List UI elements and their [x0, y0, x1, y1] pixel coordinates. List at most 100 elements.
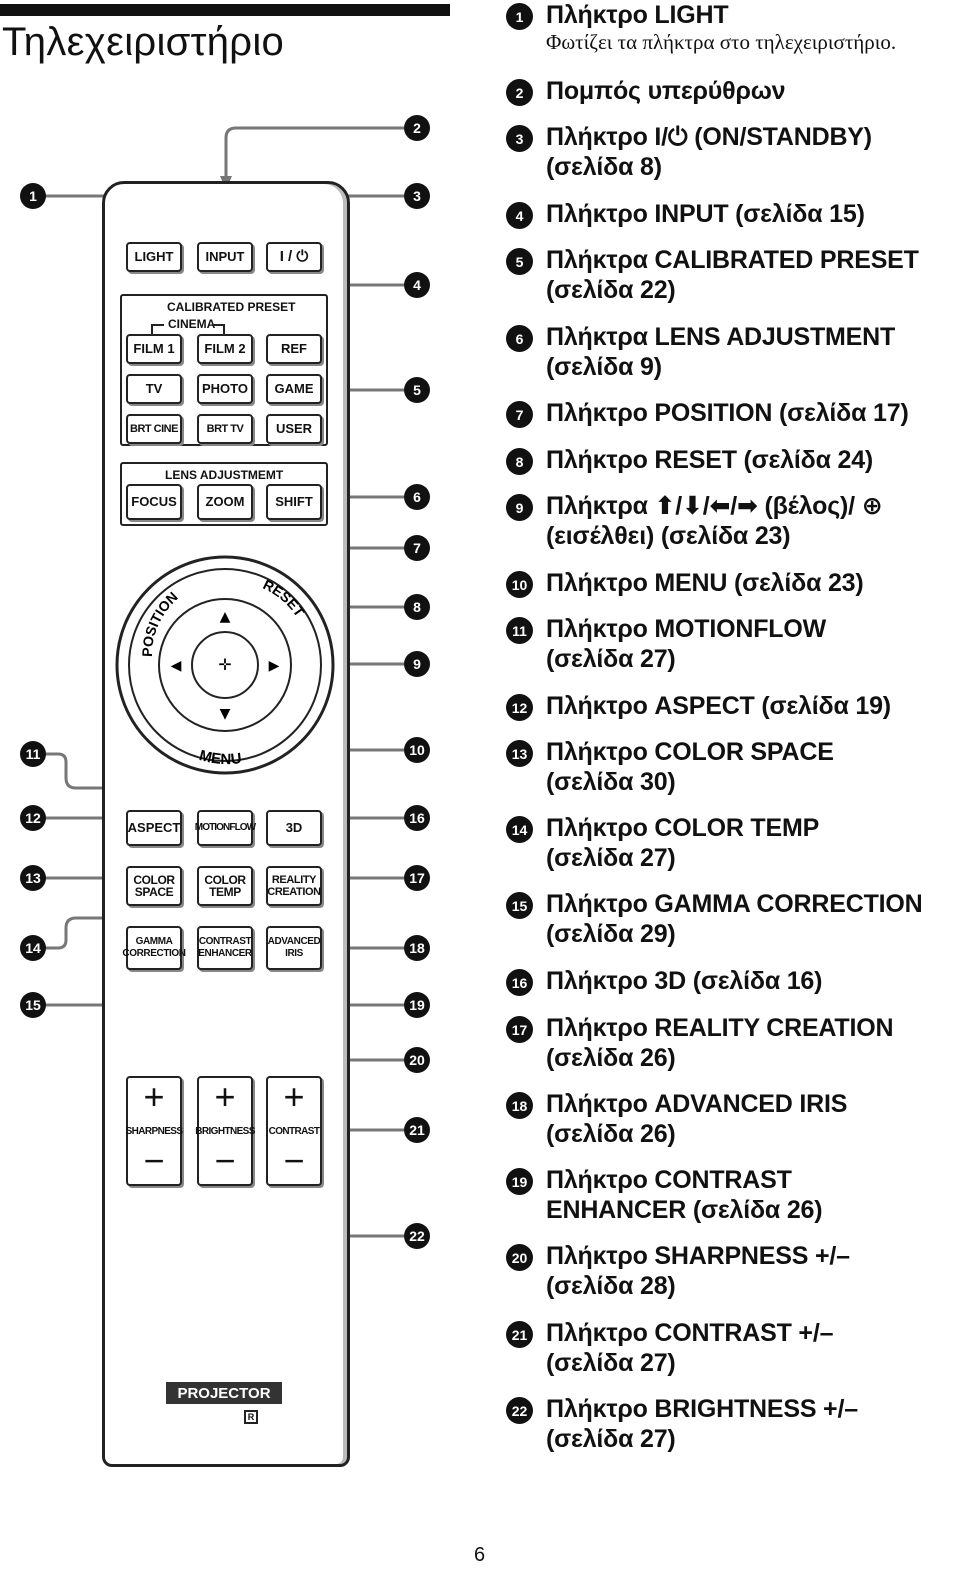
legend-item-12: 12 Πλήκτρο ASPECT (σελίδα 19) — [506, 691, 958, 721]
reality-creation-button[interactable]: REALITY CREATION — [266, 866, 322, 906]
legend-text-9: Πλήκτρα ⬆/⬇/⬅/➡ (βέλος)/ ⊕ (εισέλθει) (σ… — [546, 492, 883, 550]
header-bar — [0, 4, 450, 16]
arrow-down-icon[interactable]: ▼ — [220, 706, 231, 722]
legend-item-7: 7 Πλήκτρο POSITION (σελίδα 17) — [506, 398, 958, 428]
callout-19: 19 — [404, 992, 430, 1018]
legend-item-10: 10 Πλήκτρο MENU (σελίδα 23) — [506, 568, 958, 598]
legend-text-18: Πλήκτρο ADVANCED IRIS (σελίδα 26) — [546, 1090, 848, 1148]
calibrated-preset-label: CALIBRATED PRESET — [164, 300, 299, 314]
zoom-button[interactable]: ZOOM — [197, 484, 253, 520]
legend-item-6: 6 Πλήκτρα LENS ADJUSTMENT (σελίδα 9) — [506, 322, 958, 382]
callout-5: 5 — [404, 377, 430, 403]
color-temp-button[interactable]: COLOR TEMP — [197, 866, 253, 906]
arrow-up-icon[interactable]: ▲ — [220, 609, 231, 625]
legend-item-8: 8 Πλήκτρο RESET (σελίδα 24) — [506, 445, 958, 475]
legend-item-21: 21 Πλήκτρο CONTRAST +/– (σελίδα 27) — [506, 1318, 958, 1378]
contrast-label: CONTRAST — [268, 1126, 320, 1137]
shift-button[interactable]: SHIFT — [266, 484, 322, 520]
legend-item-2: 2 Πομπός υπερύθρων — [506, 76, 958, 106]
callout-8: 8 — [404, 594, 430, 620]
legend-text-22: Πλήκτρο BRIGHTNESS +/– (σελίδα 27) — [546, 1395, 858, 1453]
legend-text-7: Πλήκτρο POSITION (σελίδα 17) — [546, 399, 909, 427]
contrast-minus-button[interactable]: − — [283, 1140, 305, 1181]
arrow-left-icon[interactable]: ◀ — [171, 658, 182, 674]
legend-desc-1: Φωτίζει τα πλήκτρα στο τηλεχειριστήριο. — [546, 30, 897, 54]
photo-button[interactable]: PHOTO — [197, 374, 253, 404]
motionflow-button[interactable]: MOTIONFLOW — [195, 810, 256, 846]
callout-7: 7 — [404, 535, 430, 561]
callout-10: 10 — [404, 737, 430, 763]
legend-num-18: 18 — [506, 1092, 533, 1119]
brightness-plus-button[interactable]: + — [214, 1076, 236, 1117]
brightness-label: BRIGHTNESS — [195, 1126, 255, 1137]
lens-adjustment-label: LENS ADJUSTMEMT — [162, 468, 287, 482]
callout-15: 15 — [20, 992, 46, 1018]
menu-button[interactable]: MENU — [197, 747, 242, 768]
legend-item-14: 14 Πλήκτρο COLOR TEMP (σελίδα 27) — [506, 813, 958, 873]
legend-num-20: 20 — [506, 1244, 533, 1271]
remote-sensor-icon: R — [244, 1410, 258, 1424]
legend-text-13: Πλήκτρο COLOR SPACE (σελίδα 30) — [546, 738, 834, 796]
legend-text-4: Πλήκτρο INPUT (σελίδα 15) — [546, 200, 865, 228]
sharpness-label: SHARPNESS — [125, 1126, 183, 1137]
light-button[interactable]: LIGHT — [126, 242, 182, 272]
legend-num-16: 16 — [506, 969, 533, 996]
game-button[interactable]: GAME — [266, 374, 322, 404]
legend-item-1: 1 Πλήκτρο LIGHT Φωτίζει τα πλήκτρα στο τ… — [506, 0, 958, 54]
legend-text-10: Πλήκτρο MENU (σελίδα 23) — [546, 569, 864, 597]
legend-num-11: 11 — [506, 617, 533, 644]
legend-item-4: 4 Πλήκτρο INPUT (σελίδα 15) — [506, 199, 958, 229]
sharpness-rocker[interactable]: + SHARPNESS − — [126, 1076, 183, 1186]
brightness-rocker[interactable]: + BRIGHTNESS − — [195, 1076, 255, 1186]
lens-adjustment-group — [120, 462, 328, 526]
callout-17: 17 — [404, 865, 430, 891]
tv-button[interactable]: TV — [126, 374, 182, 404]
film1-button[interactable]: FILM 1 — [126, 334, 182, 364]
legend-item-18: 18 Πλήκτρο ADVANCED IRIS (σελίδα 26) — [506, 1089, 958, 1149]
legend-item-16: 16 Πλήκτρο 3D (σελίδα 16) — [506, 966, 958, 996]
dpad: ✛ ▲ ▼ ◀ ▶ POSITION RESET MENU — [115, 555, 335, 775]
callout-11: 11 — [20, 741, 46, 767]
power-button[interactable]: I / ⏻ — [266, 242, 322, 272]
color-space-button[interactable]: COLOR SPACE — [126, 866, 182, 906]
3d-button[interactable]: 3D — [266, 810, 322, 846]
legend-num-2: 2 — [506, 79, 533, 106]
legend-text-19: Πλήκτρο CONTRAST ENHANCER (σελίδα 26) — [546, 1166, 823, 1224]
legend-item-13: 13 Πλήκτρο COLOR SPACE (σελίδα 30) — [506, 737, 958, 797]
callout-3: 3 — [404, 183, 430, 209]
focus-button[interactable]: FOCUS — [126, 484, 182, 520]
callout-20: 20 — [404, 1047, 430, 1073]
input-button[interactable]: INPUT — [197, 242, 253, 272]
legend-num-12: 12 — [506, 694, 533, 721]
legend-text-1: Πλήκτρο LIGHT — [546, 1, 729, 29]
callout-6: 6 — [404, 484, 430, 510]
contrast-enhancer-button[interactable]: CONTRAST ENHANCER — [197, 926, 253, 970]
legend-text-3: Πλήκτρο I/⏻ (ON/STANDBY) (σελίδα 8) — [546, 123, 872, 181]
arrow-right-icon[interactable]: ▶ — [269, 658, 280, 674]
sharpness-minus-button[interactable]: − — [143, 1140, 165, 1181]
brt-tv-button[interactable]: BRT TV — [197, 414, 253, 444]
user-button[interactable]: USER — [266, 414, 322, 444]
legend-text-11: Πλήκτρο MOTIONFLOW (σελίδα 27) — [546, 615, 826, 673]
legend-num-8: 8 — [506, 448, 533, 475]
aspect-button[interactable]: ASPECT — [126, 810, 182, 846]
legend-num-17: 17 — [506, 1016, 533, 1043]
sharpness-plus-button[interactable]: + — [143, 1076, 165, 1117]
legend-num-6: 6 — [506, 325, 533, 352]
legend-num-5: 5 — [506, 248, 533, 275]
brightness-minus-button[interactable]: − — [214, 1140, 236, 1181]
contrast-plus-button[interactable]: + — [283, 1076, 305, 1117]
projector-brand-label: PROJECTOR — [166, 1382, 282, 1404]
enter-icon[interactable]: ✛ — [218, 655, 231, 674]
brt-cine-button[interactable]: BRT CINE — [126, 414, 182, 444]
legend-text-12: Πλήκτρο ASPECT (σελίδα 19) — [546, 692, 891, 720]
page-title: Τηλεχειριστήριο — [2, 20, 285, 64]
gamma-correction-button[interactable]: GAMMA CORRECTION — [122, 926, 186, 970]
legend-num-22: 22 — [506, 1397, 533, 1424]
advanced-iris-button[interactable]: ADVANCED IRIS — [266, 926, 322, 970]
film2-button[interactable]: FILM 2 — [197, 334, 253, 364]
callout-22: 22 — [404, 1223, 430, 1249]
ref-button[interactable]: REF — [266, 334, 322, 364]
contrast-rocker[interactable]: + CONTRAST − — [266, 1076, 322, 1186]
legend-num-15: 15 — [506, 892, 533, 919]
